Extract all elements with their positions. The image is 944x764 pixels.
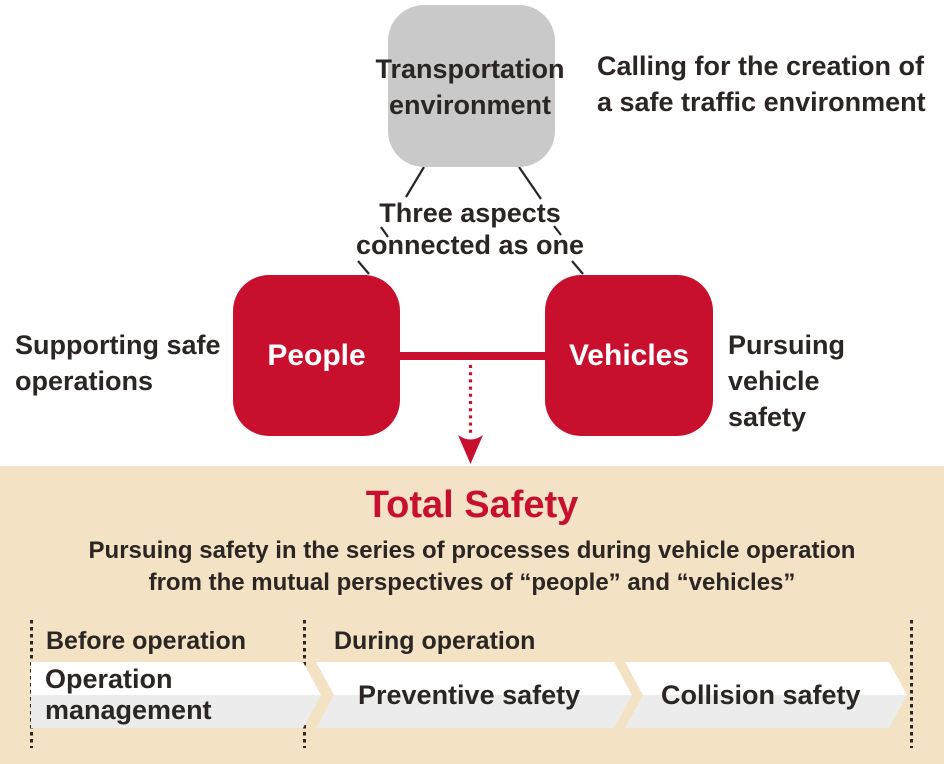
total-safety-title: Total Safety <box>365 484 579 526</box>
vehicles-box-label: Vehicles <box>568 338 690 372</box>
total-safety-description: Pursuing safety in the series of process… <box>88 537 856 596</box>
phase-label-before-operation: Before operation <box>46 627 247 655</box>
down-arrowhead-icon <box>458 435 483 464</box>
vehicles-caption: Pursuing vehicle safety <box>728 330 846 432</box>
step-preventive-safety-label: Preventive safety <box>358 679 581 710</box>
vehicles-box: Vehicles <box>545 275 713 436</box>
connector-lines <box>357 166 584 464</box>
three-aspects-caption: Three aspects connected as one <box>355 198 585 260</box>
people-box-label: People <box>267 338 366 372</box>
step-operation-management: Operation management <box>31 662 321 728</box>
environment-caption: Calling for the creation of a safe traff… <box>597 51 926 117</box>
people-box: People <box>233 275 400 436</box>
people-caption: Supporting safe operations <box>15 330 221 396</box>
step-operation-management-label: Operation management <box>45 664 212 725</box>
phase-label-during-operation: During operation <box>334 627 536 655</box>
black-connector-lines <box>357 166 584 275</box>
step-collision-safety-label: Collision safety <box>661 679 861 710</box>
step-collision-safety: Collision safety <box>625 662 907 728</box>
step-preventive-safety: Preventive safety <box>316 662 632 728</box>
dotted-divider-right <box>910 620 913 748</box>
transportation-environment-box <box>388 5 555 167</box>
transportation-environment-label: Transportation environment <box>375 54 565 120</box>
